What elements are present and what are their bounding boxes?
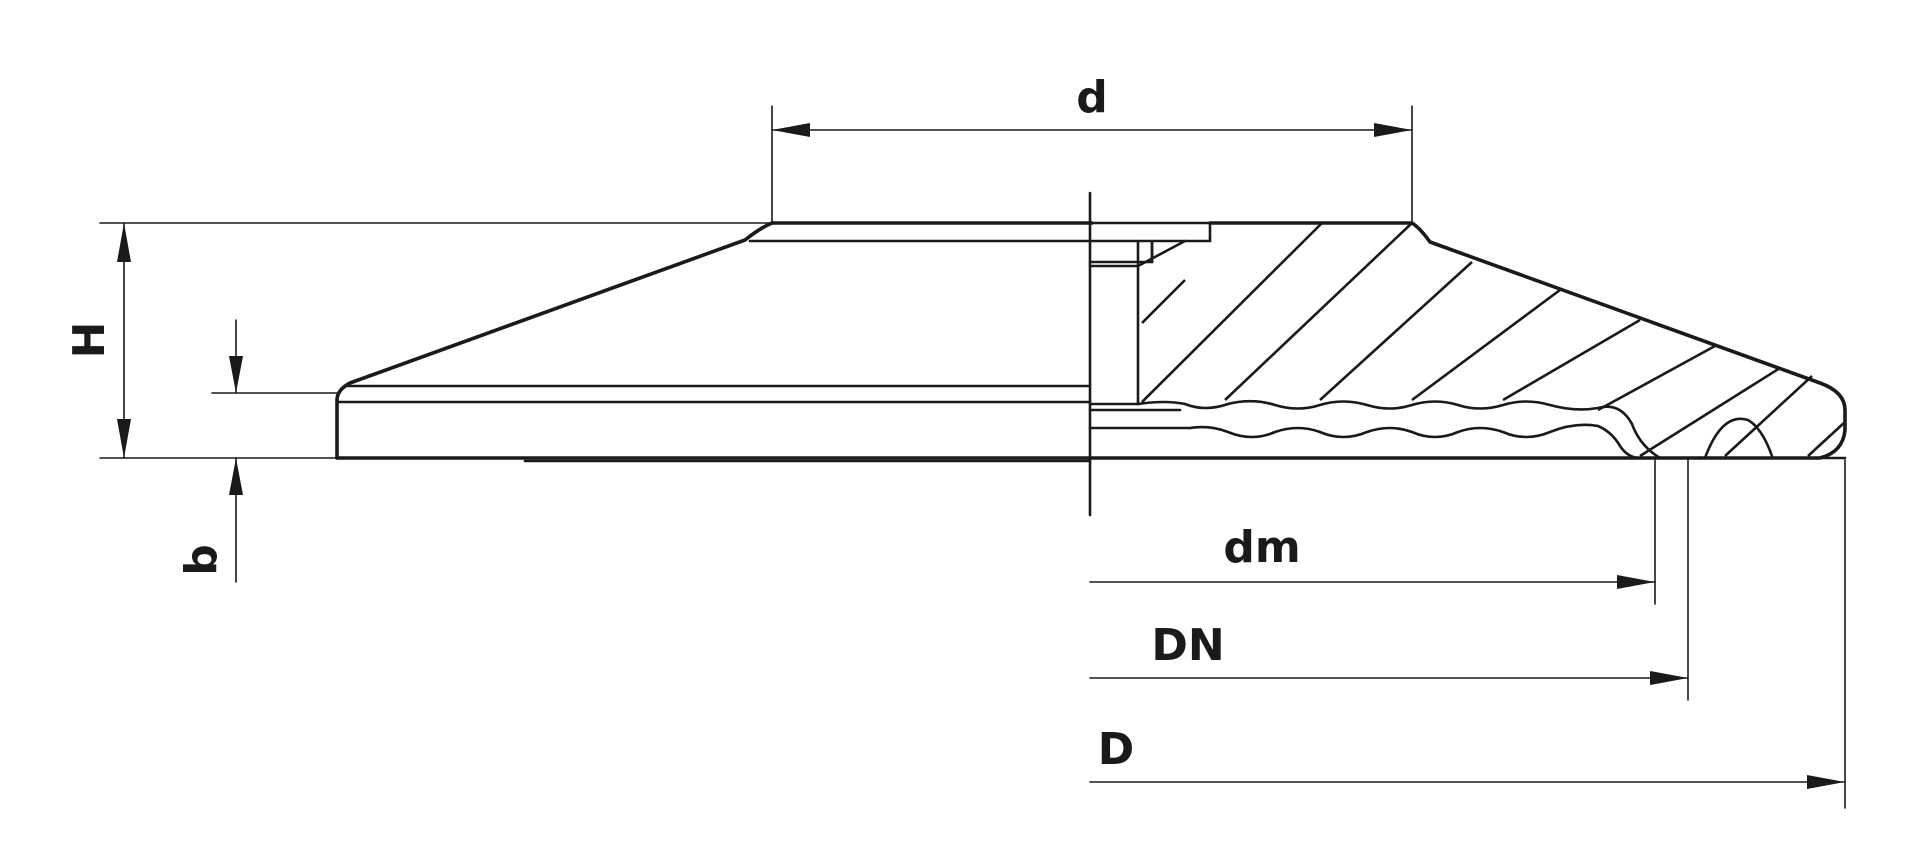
dimension-b: b	[176, 319, 338, 583]
hatch-line	[1141, 279, 1186, 324]
b-arrow-bottom	[229, 458, 243, 495]
hatch-line	[1224, 222, 1413, 401]
dimension-H: H	[64, 222, 773, 459]
dimension-dm: dm	[1089, 459, 1656, 605]
DN-label: DN	[1151, 620, 1224, 671]
outer-bead	[1703, 417, 1774, 460]
d-arrow-right	[1374, 123, 1412, 137]
d-arrow-left	[772, 123, 810, 137]
b-label: b	[176, 544, 227, 576]
section-hatching	[1141, 222, 1846, 458]
left-half-outline	[335, 221, 1212, 463]
dimension-DN: DN	[1089, 459, 1689, 701]
cone-surface-right	[1208, 221, 1847, 460]
hatch-line	[1597, 344, 1716, 412]
hatch-line	[1639, 366, 1781, 458]
H-arrow-bottom	[117, 419, 131, 458]
dimension-D: D	[1089, 459, 1846, 809]
bore-step-1	[1088, 239, 1154, 264]
hatch-line	[1319, 261, 1473, 401]
D-arrow	[1807, 775, 1845, 789]
top-step-profile	[1090, 221, 1212, 243]
d-label: d	[1076, 72, 1108, 123]
D-label: D	[1098, 724, 1135, 775]
cone-surface-left	[335, 221, 774, 402]
dimension-d: d	[771, 72, 1413, 224]
dm-arrow	[1617, 575, 1655, 589]
dm-label: dm	[1223, 522, 1300, 573]
bore-chamfer	[1136, 239, 1187, 268]
hatch-line	[1724, 375, 1813, 457]
right-half-section	[1088, 221, 1847, 460]
H-arrow-top	[117, 223, 131, 262]
hatch-line	[1807, 421, 1846, 457]
gasket-wave-bottom	[1188, 423, 1642, 460]
hatch-line	[1141, 222, 1323, 403]
b-arrow-top	[229, 356, 243, 393]
gasket-wave-top	[1136, 399, 1662, 460]
hatch-line	[1502, 318, 1641, 402]
hatch-line	[1411, 288, 1561, 402]
H-label: H	[64, 322, 115, 359]
DN-arrow	[1650, 671, 1688, 685]
